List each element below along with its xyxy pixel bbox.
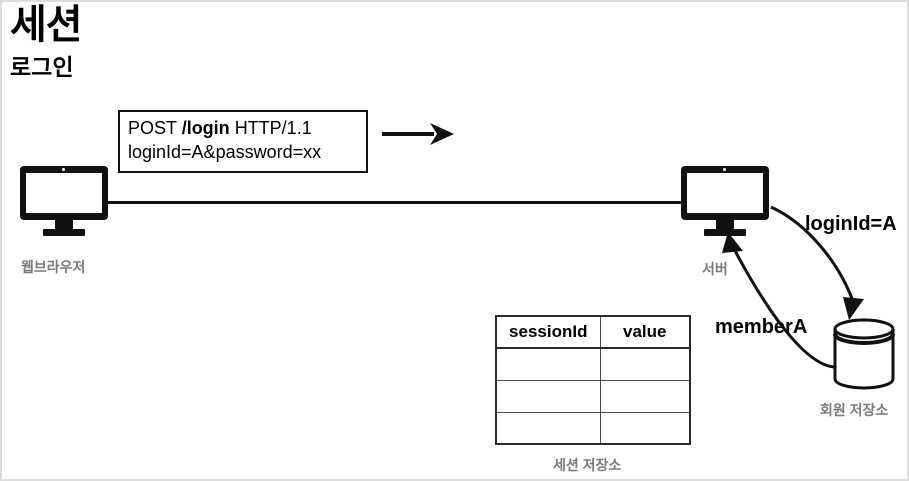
table-row <box>495 411 691 445</box>
monitor-icon-browser <box>20 166 108 236</box>
column-header-value: value <box>599 315 691 349</box>
monitor-screen <box>26 173 102 213</box>
member-store-label: 회원 저장소 <box>820 402 889 418</box>
column-header-sessionid: sessionId <box>495 315 601 349</box>
table-cell-value <box>599 411 691 445</box>
request-path: /login <box>181 118 230 138</box>
table-row <box>495 379 691 413</box>
request-method: POST <box>128 118 182 138</box>
page-subtitle: 로그인 <box>10 54 74 80</box>
table-cell-sessionid <box>495 347 601 381</box>
request-line-2: loginId=A&password=xx <box>128 141 322 162</box>
monitor-screen <box>687 173 763 213</box>
right-arrow-icon <box>380 120 460 153</box>
edge-server-to-db-arrowhead <box>843 297 864 320</box>
page-title: 세션 <box>10 3 83 47</box>
http-request-box: POST /login HTTP/1.1 loginId=A&password=… <box>118 110 368 173</box>
browser-server-link <box>106 201 686 204</box>
edge-label-membera: memberA <box>715 316 808 338</box>
table-header-row: sessionId value <box>495 315 691 349</box>
table-cell-sessionid <box>495 379 601 413</box>
browser-node-label: 웹브라우저 <box>21 259 86 275</box>
request-version: HTTP/1.1 <box>229 118 312 138</box>
table-cell-value <box>599 347 691 381</box>
edge-label-loginid: loginId=A <box>805 213 897 235</box>
webcam-dot-icon <box>62 168 65 171</box>
database-cylinder-icon <box>833 318 895 390</box>
table-body <box>495 347 691 445</box>
webcam-dot-icon <box>723 168 726 171</box>
monitor-icon-server <box>681 166 769 236</box>
session-store-label: 세션 저장소 <box>553 457 622 473</box>
session-store-table: sessionId value <box>495 315 691 445</box>
table-cell-value <box>599 379 691 413</box>
monitor-neck <box>55 220 73 230</box>
table-row <box>495 347 691 381</box>
server-node-label: 서버 <box>702 261 728 277</box>
request-line-1: POST /login HTTP/1.1 <box>128 117 358 141</box>
monitor-neck <box>716 220 734 230</box>
edge-db-to-server <box>731 246 835 369</box>
monitor-base <box>43 229 85 236</box>
monitor-base <box>704 229 746 236</box>
table-cell-sessionid <box>495 411 601 445</box>
